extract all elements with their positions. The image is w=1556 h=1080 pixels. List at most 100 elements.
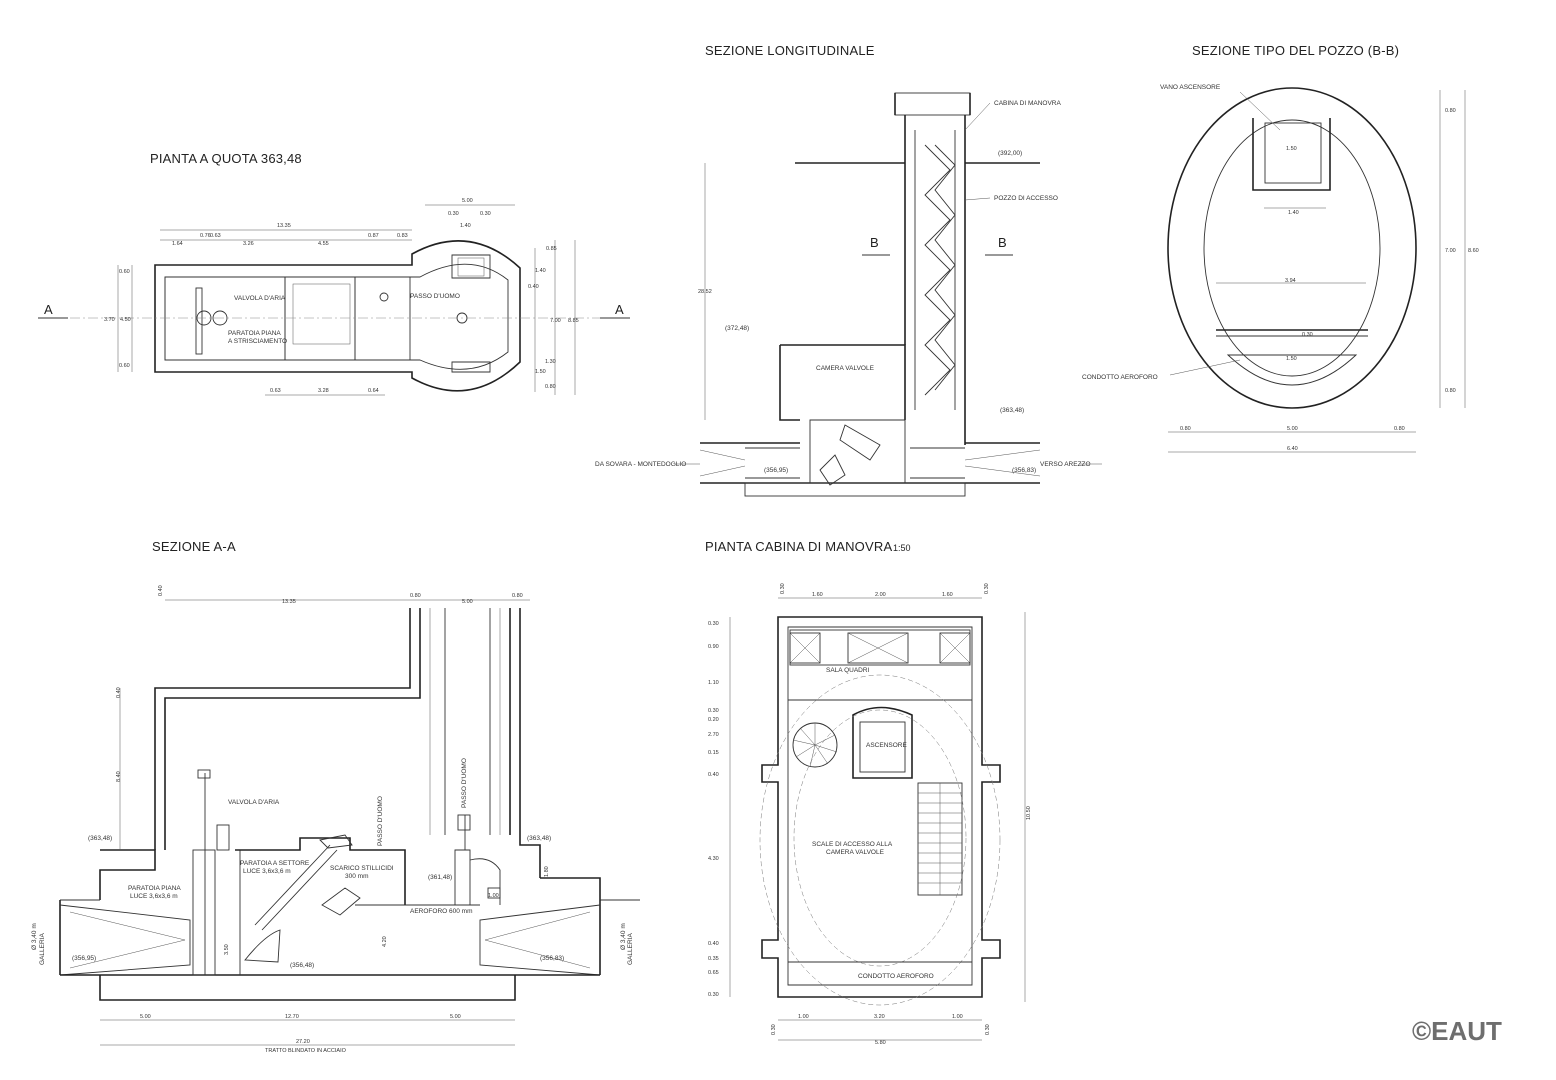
dim-pozzo-1-50b: 1.50 bbox=[1286, 356, 1297, 362]
dim-pozzo-b6-40: 6.40 bbox=[1287, 446, 1298, 452]
dim-plan-b3-28: 3.28 bbox=[318, 388, 329, 394]
dim-plan-r8-85: 8.85 bbox=[568, 318, 579, 324]
dim-aa-l0-40: 0.40 bbox=[116, 687, 122, 698]
dim-plan-1-64: 1.64 bbox=[172, 241, 183, 247]
label-sala-quadri: SALA QUADRI bbox=[826, 667, 870, 674]
label-a-strisciamento: A STRISCIAMENTO bbox=[228, 338, 287, 345]
dim-pozzo-1-40: 1.40 bbox=[1288, 210, 1299, 216]
dim-cab-l0-40b: 0.40 bbox=[708, 941, 719, 947]
dim-pozzo-v8-60: 8.60 bbox=[1468, 248, 1479, 254]
dim-cab-t1-60b: 1.60 bbox=[942, 592, 953, 598]
label-scale-accesso: SCALE DI ACCESSO ALLA bbox=[812, 841, 893, 848]
dim-aa-t0-40: 0.40 bbox=[158, 585, 164, 596]
dim-plan-0-63: 0.63 bbox=[210, 233, 221, 239]
elev-aa-363-48-left: (363,48) bbox=[88, 835, 112, 842]
dim-cab-l2-70: 2.70 bbox=[708, 732, 719, 738]
dim-plan-r1-50: 1.50 bbox=[535, 369, 546, 375]
label-aa-settore-luce: LUCE 3,6x3,6 m bbox=[243, 868, 291, 875]
label-ascensore: ASCENSORE bbox=[866, 742, 907, 749]
dim-plan-0-76: 0.76 bbox=[200, 233, 211, 239]
dim-plan-r0-40: 0.40 bbox=[528, 284, 539, 290]
label-condotto-aeroforo: CONDOTTO AEROFORO bbox=[1082, 374, 1158, 381]
label-cabina-manovra: CABINA DI MANOVRA bbox=[994, 100, 1061, 107]
dim-aa-1-80: 1.80 bbox=[544, 866, 550, 877]
label-aa-galleria-left: GALLERIA bbox=[39, 933, 46, 965]
label-aa-galleria-right: GALLERIA bbox=[627, 933, 634, 965]
dim-cab-l0-30: 0.30 bbox=[708, 621, 719, 627]
dim-plan-v3-70: 3.70 bbox=[104, 317, 115, 323]
dim-plan-13-35: 13.35 bbox=[277, 223, 291, 229]
dim-plan-1-40: 1.40 bbox=[460, 223, 471, 229]
watermark: ©EAUT bbox=[1412, 1016, 1502, 1046]
elev-aa-356-95: (356,95) bbox=[72, 955, 96, 962]
section-mark-b-right: B bbox=[998, 235, 1007, 250]
dim-aa-13-35: 13.35 bbox=[282, 599, 296, 605]
elev-aa-356-83: (356,83) bbox=[540, 955, 564, 962]
dim-cab-t2-00: 2.00 bbox=[875, 592, 886, 598]
dim-cab-l0-30c: 0.30 bbox=[708, 992, 719, 998]
dim-pozzo-0-30: 0.30 bbox=[1302, 332, 1313, 338]
dim-aa-0-80b: 0.80 bbox=[512, 593, 523, 599]
dim-aa-1-00: 1.00 bbox=[488, 893, 499, 899]
control-cabin-plan: PIANTA CABINA DI MANOVRA 1:50 SALA QUADR… bbox=[705, 539, 1032, 1046]
title-pianta-quota: PIANTA A QUOTA 363,48 bbox=[150, 151, 302, 166]
dim-plan-0-83: 0.83 bbox=[397, 233, 408, 239]
dim-plan-0-87: 0.87 bbox=[368, 233, 379, 239]
elev-356-95-long: (356,95) bbox=[764, 467, 788, 474]
label-aa-scarico-mm: 300 mm bbox=[345, 873, 368, 880]
label-aa-paratoia-piana: PARATOIA PIANA bbox=[128, 885, 181, 892]
dim-pozzo-b5-00: 5.00 bbox=[1287, 426, 1298, 432]
label-vano-ascensore: VANO ASCENSORE bbox=[1160, 84, 1221, 91]
dim-cab-b5-80: 5.80 bbox=[875, 1040, 886, 1046]
dim-cab-b1-00a: 1.00 bbox=[798, 1014, 809, 1020]
dim-pozzo-v7-00: 7.00 bbox=[1445, 248, 1456, 254]
section-mark-a-left: A bbox=[44, 302, 53, 317]
shaft-section-bb: SEZIONE TIPO DEL POZZO (B-B) VANO ASCENS… bbox=[1082, 43, 1479, 453]
dim-aa-8-40: 8.40 bbox=[116, 771, 122, 782]
dim-cab-l0-35: 0.35 bbox=[708, 956, 719, 962]
dim-cab-b0-30a: 0.30 bbox=[771, 1024, 777, 1035]
dim-plan-4-55: 4.55 bbox=[318, 241, 329, 247]
dim-plan-v0-60b: 0.60 bbox=[119, 363, 130, 369]
dim-aa-diam-right: Ø 3,40 m bbox=[620, 923, 627, 950]
dim-plan-r1-40: 1.40 bbox=[535, 268, 546, 274]
label-paratoia-piana: PARATOIA PIANA bbox=[228, 330, 281, 337]
plan-view-363-48: PIANTA A QUOTA 363,48 A A VALVOLA D'ARIA… bbox=[38, 151, 630, 396]
label-aa-paratoia-luce: LUCE 3,6x3,6 m bbox=[130, 893, 178, 900]
dim-aa-4-20: 4.20 bbox=[382, 936, 388, 947]
dim-pozzo-v0-80b: 0.80 bbox=[1445, 388, 1456, 394]
dim-long-28-52: 28.52 bbox=[698, 289, 712, 295]
dim-pozzo-v1-50: 1.50 bbox=[1286, 146, 1297, 152]
dim-aa-5-00: 5.00 bbox=[462, 599, 473, 605]
dim-plan-3-26: 3.26 bbox=[243, 241, 254, 247]
dim-pozzo-v0-80a: 0.80 bbox=[1445, 108, 1456, 114]
label-verso-arezzo: VERSO AREZZO bbox=[1040, 461, 1091, 468]
dim-cab-l0-40: 0.40 bbox=[708, 772, 719, 778]
dim-cab-b1-00b: 1.00 bbox=[952, 1014, 963, 1020]
label-camera-valvole: CAMERA VALVOLE bbox=[816, 365, 875, 372]
dim-cab-l0-20: 0.20 bbox=[708, 717, 719, 723]
elev-aa-363-48-right: (363,48) bbox=[527, 835, 551, 842]
dim-cab-r10-50: 10.50 bbox=[1026, 806, 1032, 820]
elev-363-48-long: (363,48) bbox=[1000, 407, 1024, 414]
dim-plan-r0-85: 0.85 bbox=[546, 246, 557, 252]
label-aa-valvola-aria: VALVOLA D'ARIA bbox=[228, 799, 280, 806]
label-condotto-aeroforo-cab: CONDOTTO AEROFORO bbox=[858, 973, 934, 980]
title-pianta-cabina: PIANTA CABINA DI MANOVRA bbox=[705, 539, 892, 554]
label-aa-scarico: SCARICO STILLICIDI bbox=[330, 865, 394, 872]
title-sezione-longitudinale: SEZIONE LONGITUDINALE bbox=[705, 43, 875, 58]
label-aa-tratto-blindato: TRATTO BLINDATO IN ACCIAIO bbox=[265, 1048, 347, 1054]
dim-pozzo-b0-80b: 0.80 bbox=[1394, 426, 1405, 432]
dim-cab-b0-30b: 0.30 bbox=[985, 1024, 991, 1035]
dim-plan-b0-64: 0.64 bbox=[368, 388, 379, 394]
elev-aa-361-48: (361,48) bbox=[428, 874, 452, 881]
label-valvola-aria: VALVOLA D'ARIA bbox=[234, 295, 286, 302]
dim-aa-b27-20: 27.20 bbox=[296, 1039, 310, 1045]
dim-cab-b3-20: 3.20 bbox=[874, 1014, 885, 1020]
label-da-sovara: DA SOVARA - MONTEDOGLIO bbox=[595, 461, 686, 468]
dim-plan-r1-30: 1.30 bbox=[545, 359, 556, 365]
elev-aa-356-48: (356,48) bbox=[290, 962, 314, 969]
dim-plan-b0-63: 0.63 bbox=[270, 388, 281, 394]
label-aa-passo-uomo-1: PASSO D'UOMO bbox=[377, 796, 384, 846]
dim-cab-l0-30b: 0.30 bbox=[708, 708, 719, 714]
